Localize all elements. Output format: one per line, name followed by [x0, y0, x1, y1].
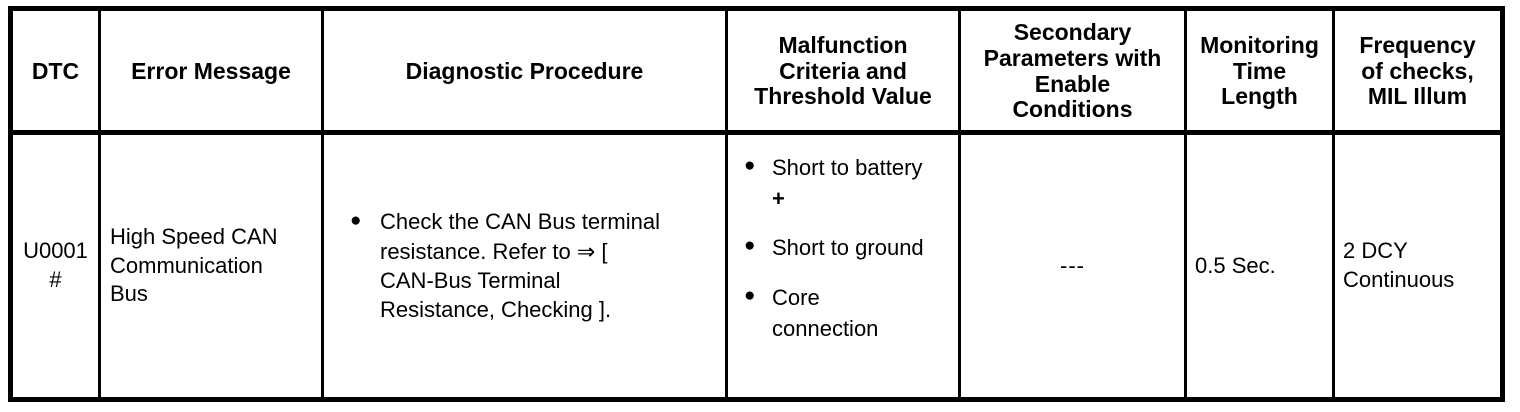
list-item-line: Short to battery	[772, 154, 923, 180]
malfunction-criteria-list: ● Short to battery + ● Short to ground	[728, 135, 958, 397]
error-message-line: Bus	[110, 281, 148, 307]
secondary-parameters-value: ---	[1060, 252, 1085, 278]
list-item: ● Check the CAN Bus terminal resistance.…	[350, 207, 719, 325]
header-line: Length	[1221, 83, 1298, 110]
column-header-dtc-text: DTC	[32, 58, 79, 84]
column-header-malfunction-criteria-text: Malfunction Criteria and Threshold Value	[754, 32, 932, 110]
monitoring-time-length-value: 0.5 Sec.	[1187, 135, 1332, 397]
column-header-error-message: Error Message	[101, 11, 324, 130]
list-item-line: connection	[772, 315, 879, 341]
dtc-code-line: U0001	[23, 238, 88, 264]
header-line: Frequency	[1359, 31, 1476, 58]
cell-dtc: U0001 #	[13, 135, 101, 397]
error-message-line: High Speed CAN	[110, 224, 278, 250]
list-item: ● Short to battery +	[740, 152, 954, 214]
list-item-line: Check the CAN Bus terminal	[380, 209, 660, 235]
header-line: Diagnostic Procedure	[405, 57, 644, 84]
column-header-diagnostic-procedure-text: Diagnostic Procedure	[406, 58, 644, 84]
list-item-text: Short to ground	[772, 232, 954, 263]
header-line: Conditions	[1012, 96, 1133, 123]
list-item-line: Core	[772, 284, 820, 310]
list-item-text: Short to battery +	[772, 152, 954, 214]
column-header-secondary-parameters-text: Secondary Parameters with Enable Conditi…	[984, 19, 1162, 123]
column-header-secondary-parameters: Secondary Parameters with Enable Conditi…	[961, 11, 1187, 130]
list-item: ● Core connection	[740, 282, 954, 344]
list-item: ● Short to ground	[740, 232, 954, 263]
header-line: Secondary	[1013, 18, 1132, 45]
error-message-inner: High Speed CAN Communication Bus	[110, 223, 278, 309]
bullet-icon: ●	[744, 235, 756, 257]
column-header-error-message-text: Error Message	[131, 58, 291, 84]
dtc-code-inner: U0001 #	[23, 237, 88, 294]
error-message-line: Communication	[110, 252, 263, 278]
table-header-row: DTC Error Message Diagnostic Procedure M…	[13, 11, 1500, 135]
malfunction-criteria-list-inner: ● Short to battery + ● Short to ground	[740, 152, 954, 380]
list-item-line: Short to ground	[772, 235, 924, 261]
column-header-malfunction-criteria: Malfunction Criteria and Threshold Value	[728, 11, 961, 130]
header-line: Enable	[1034, 70, 1111, 97]
column-header-diagnostic-procedure: Diagnostic Procedure	[324, 11, 728, 130]
cell-monitoring-time-length: 0.5 Sec.	[1187, 135, 1335, 397]
error-message-text: High Speed CAN Communication Bus	[101, 135, 321, 397]
bullet-icon: ●	[744, 284, 756, 306]
cell-malfunction-criteria: ● Short to battery + ● Short to ground	[728, 135, 961, 397]
dtc-diagnostic-table: DTC Error Message Diagnostic Procedure M…	[8, 6, 1505, 402]
monitoring-time-length-inner: 0.5 Sec.	[1195, 252, 1276, 281]
column-header-frequency-of-checks-text: Frequency of checks, MIL Illum	[1359, 32, 1475, 110]
cell-secondary-parameters: ---	[961, 135, 1187, 397]
cell-error-message: High Speed CAN Communication Bus	[101, 135, 324, 397]
column-header-dtc: DTC	[13, 11, 101, 130]
diagnostic-procedure-list-inner: ● Check the CAN Bus terminal resistance.…	[350, 207, 719, 325]
header-line: Parameters with	[983, 44, 1162, 71]
header-line: Malfunction	[778, 31, 908, 58]
cell-frequency-of-checks: 2 DCY Continuous	[1335, 135, 1500, 397]
table-row: U0001 # High Speed CAN Communication Bus	[13, 135, 1500, 397]
list-item-line: CAN-Bus Terminal	[380, 268, 561, 293]
column-header-monitoring-time-length-text: Monitoring Time Length	[1200, 32, 1319, 110]
header-line: Time	[1232, 57, 1287, 84]
monitoring-time-line: 0.5 Sec.	[1195, 252, 1276, 278]
dtc-code: U0001 #	[13, 135, 98, 397]
header-line: Criteria and	[779, 57, 907, 84]
list-item-line: Resistance, Checking ].	[380, 297, 612, 323]
header-line: of checks,	[1361, 57, 1474, 84]
list-item-plus-sign: +	[772, 186, 785, 212]
list-item-text: Check the CAN Bus terminal resistance. R…	[380, 207, 719, 325]
bullet-icon: ●	[350, 210, 362, 232]
header-line: Monitoring	[1200, 31, 1319, 58]
frequency-of-checks-value: 2 DCY Continuous	[1335, 135, 1500, 397]
cell-diagnostic-procedure: ● Check the CAN Bus terminal resistance.…	[324, 135, 728, 397]
dtc-code-suffix: #	[49, 267, 62, 292]
list-item-text: Core connection	[772, 282, 954, 344]
header-line: DTC	[31, 57, 80, 84]
frequency-of-checks-inner: 2 DCY Continuous	[1343, 237, 1454, 294]
list-item-line: resistance. Refer to ⇒ [	[380, 238, 608, 264]
column-header-frequency-of-checks: Frequency of checks, MIL Illum	[1335, 11, 1500, 130]
header-line: Error Message	[131, 57, 291, 84]
column-header-monitoring-time-length: Monitoring Time Length	[1187, 11, 1335, 130]
header-line: MIL Illum	[1367, 83, 1468, 110]
diagnostic-procedure-list: ● Check the CAN Bus terminal resistance.…	[324, 135, 725, 397]
bullet-icon: ●	[744, 154, 756, 176]
frequency-line: Continuous	[1343, 267, 1455, 292]
header-line: Threshold Value	[754, 83, 932, 110]
frequency-line: 2 DCY	[1343, 238, 1408, 264]
